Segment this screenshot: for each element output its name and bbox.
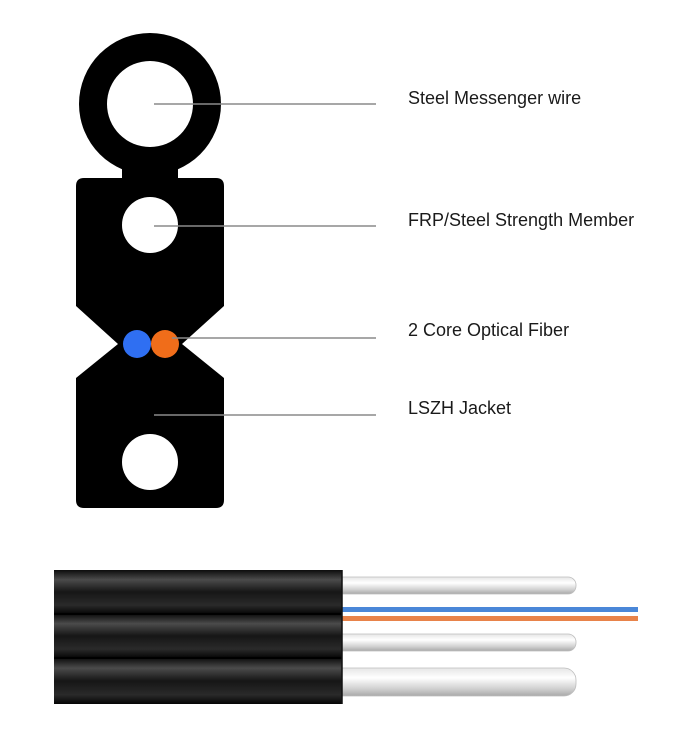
strength-member-core-lower (122, 434, 178, 490)
side-view (54, 570, 638, 704)
strength-member-side-upper (329, 633, 577, 652)
sheath-bottom-section (54, 658, 342, 704)
leader-lines (154, 103, 376, 416)
fiber-blue-side (330, 607, 638, 612)
label-messenger-wire: Steel Messenger wire (408, 88, 581, 108)
label-optical-fiber: 2 Core Optical Fiber (408, 320, 569, 340)
fiber-blue (123, 330, 151, 358)
messenger-wire-side (329, 576, 577, 595)
messenger-wire-core (107, 61, 193, 147)
strength-member-side-lower (329, 667, 577, 697)
sheath-messenger-section (54, 570, 342, 614)
strength-member-core (122, 197, 178, 253)
label-strength-member: FRP/Steel Strength Member (408, 210, 634, 230)
sheath-middle-section (54, 614, 342, 658)
label-jacket: LSZH Jacket (408, 398, 511, 418)
cross-section (76, 33, 224, 508)
fiber-orange (151, 330, 179, 358)
fiber-orange-side (330, 616, 638, 621)
